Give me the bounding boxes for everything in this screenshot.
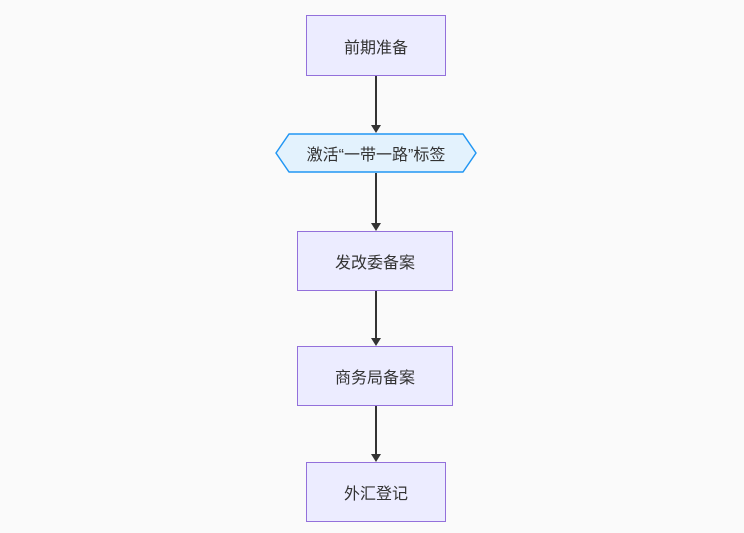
arrowhead-icon: [370, 223, 381, 231]
edge-commerce-forex: [375, 406, 377, 454]
arrowhead-icon: [370, 454, 381, 462]
arrowhead-icon: [370, 338, 381, 346]
hexagon-shape-icon: [275, 133, 477, 173]
node-prep: 前期准备: [306, 15, 446, 76]
node-commerce: 商务局备案: [297, 346, 453, 406]
edge-ndrc-commerce: [375, 291, 377, 338]
node-commerce-label: 商务局备案: [334, 370, 415, 387]
node-activate-label: 激活“一带一路”标签: [306, 147, 446, 164]
node-prep-label: 前期准备: [343, 39, 408, 57]
node-ndrc-label: 发改委备案: [334, 255, 415, 272]
node-forex-label: 外汇登记: [343, 486, 408, 503]
edge-prep-activate: [375, 76, 377, 125]
node-forex: 外汇登记: [306, 462, 446, 522]
arrowhead-icon: [370, 125, 381, 133]
node-activate: 激活“一带一路”标签: [275, 133, 477, 173]
edge-activate-ndrc: [375, 173, 377, 223]
node-ndrc: 发改委备案: [297, 231, 453, 291]
